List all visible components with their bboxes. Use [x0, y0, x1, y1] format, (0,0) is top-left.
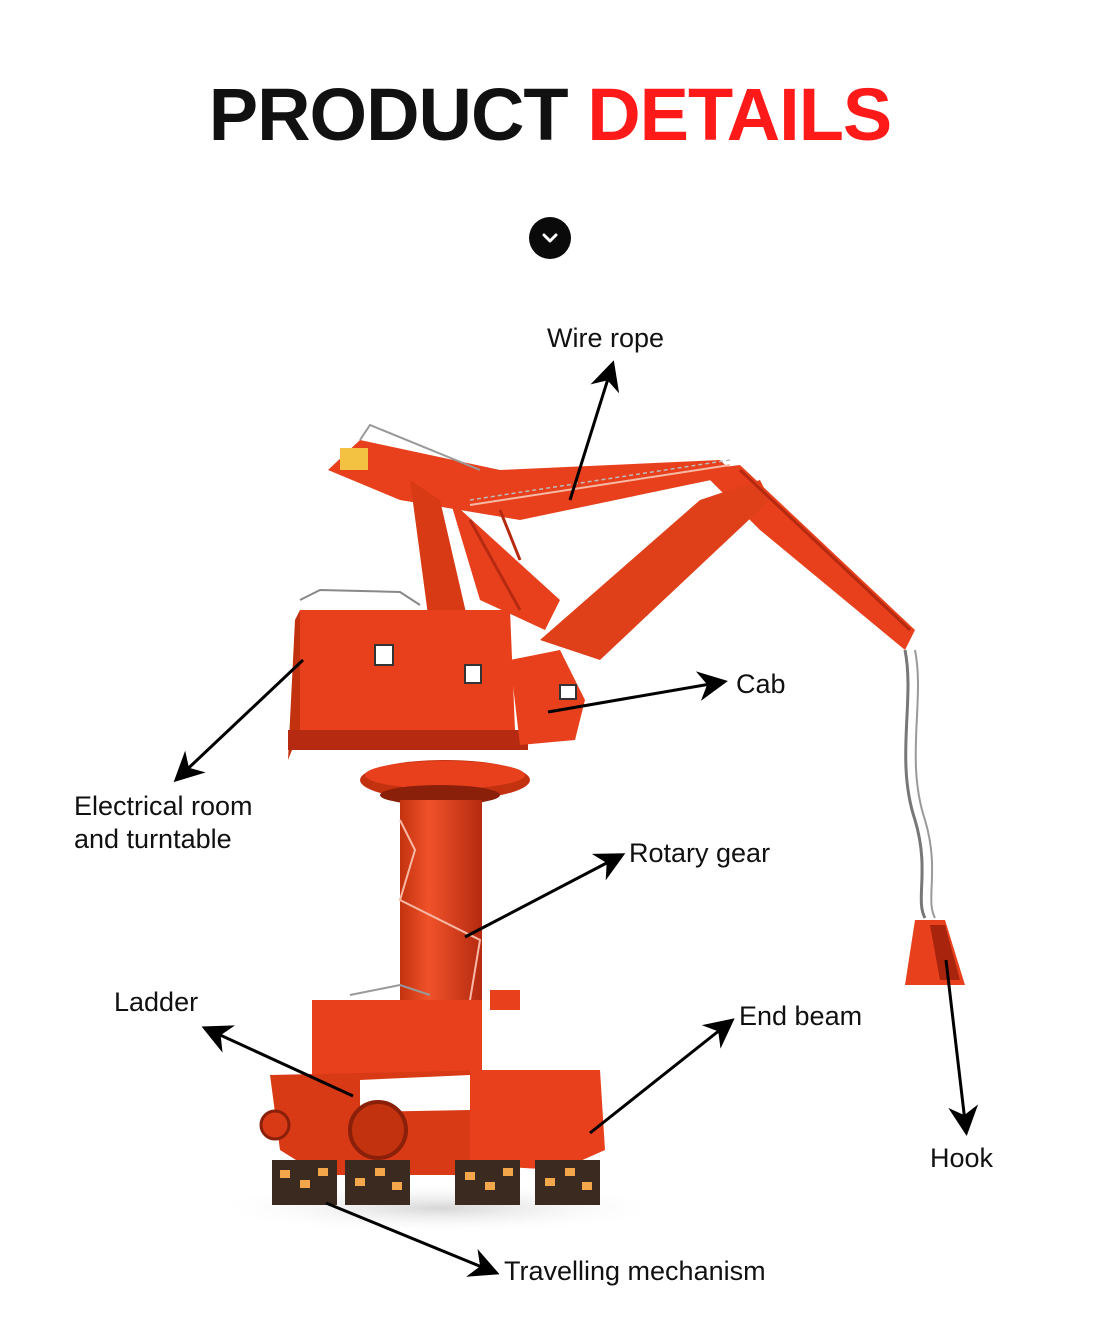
- arrow-ladder: [201, 1025, 354, 1098]
- grab-bucket: [905, 920, 965, 985]
- label-electrical-room-line1: Electrical room: [74, 791, 253, 821]
- travelling-bogies: [272, 1160, 600, 1205]
- chevron-down-icon: [542, 233, 558, 243]
- title-accent: DETAILS: [587, 73, 892, 156]
- scroll-down-button[interactable]: [529, 217, 571, 259]
- spiral-stair: [398, 819, 482, 1001]
- arrow-hook: [944, 959, 979, 1136]
- label-hook: Hook: [930, 1143, 994, 1173]
- a-frame: [410, 480, 560, 630]
- cable-reel: [348, 1100, 408, 1160]
- reel-small: [259, 1109, 291, 1141]
- arrow-cab: [547, 671, 728, 714]
- arrow-rotary-gear: [464, 853, 626, 939]
- machine-house: [288, 588, 528, 760]
- arrow-electrical-room: [173, 658, 305, 783]
- arrow-travelling-mechanism: [325, 1201, 500, 1277]
- callout-arrows: [173, 360, 979, 1277]
- label-ladder: Ladder: [114, 987, 199, 1017]
- arrow-wire-rope: [568, 360, 620, 501]
- label-travelling-mechanism: Travelling mechanism: [504, 1256, 766, 1286]
- cab: [510, 650, 585, 745]
- page-title: PRODUCT DETAILS: [0, 78, 1100, 152]
- label-end-beam: End beam: [739, 1001, 863, 1031]
- label-rotary-gear: Rotary gear: [629, 838, 771, 868]
- label-cab: Cab: [736, 669, 786, 699]
- title-primary: PRODUCT: [208, 73, 569, 156]
- turntable: [360, 760, 530, 805]
- hanging-wire-rope: [903, 649, 936, 919]
- label-electrical-room-line2: and turntable: [74, 824, 232, 854]
- arrow-end-beam: [589, 1018, 735, 1135]
- label-wire-rope: Wire rope: [547, 323, 665, 353]
- column: [400, 800, 482, 1005]
